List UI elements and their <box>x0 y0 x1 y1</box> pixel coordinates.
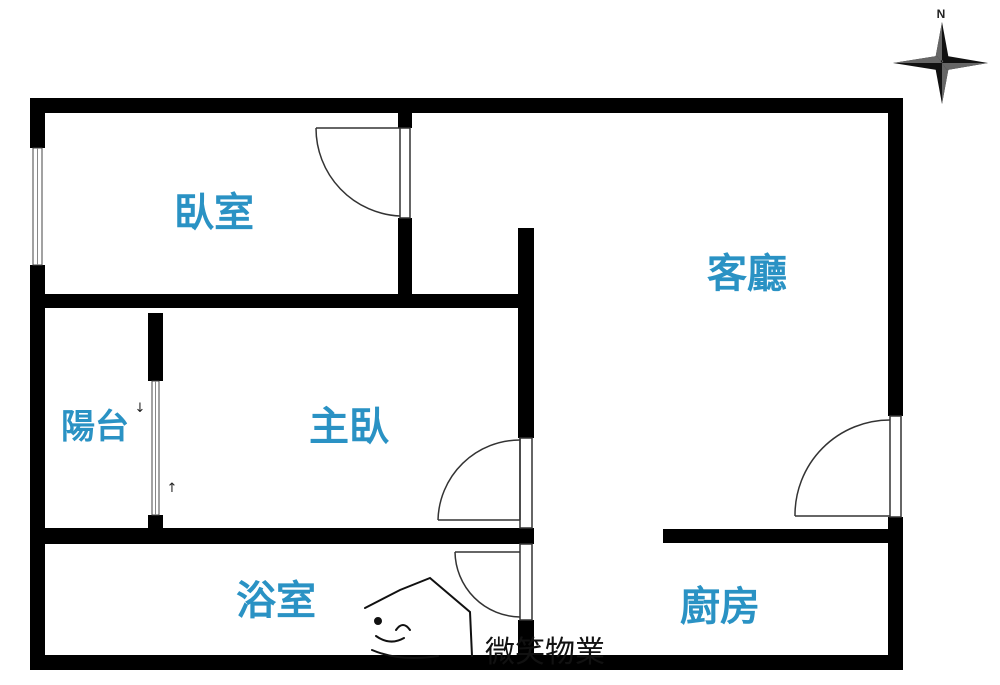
balcony-arrow-up: ↑ <box>167 481 178 496</box>
room-label-bathroom: 浴室 <box>236 578 316 624</box>
wall-bathroom-top <box>30 528 534 544</box>
wall-left-lower <box>30 265 45 670</box>
room-label-kitchen: 廚房 <box>680 584 760 630</box>
room-label-balcony: 陽台 <box>61 407 129 447</box>
wall-bedroom-right-bottom <box>398 218 412 306</box>
balcony-arrow-down: ↓ <box>135 401 146 416</box>
room-label-bedroom: 臥室 <box>174 190 254 236</box>
wall-bedroom-master <box>30 294 534 308</box>
wall-balcony-pillar-top <box>148 313 163 381</box>
windows <box>32 147 160 516</box>
wall-bottom <box>30 655 903 670</box>
door-master-bedroom <box>437 437 533 529</box>
wall-left-upper <box>30 98 45 148</box>
wall-right-upper <box>888 98 903 416</box>
wall-kitchen-top <box>663 529 903 543</box>
door-entrance <box>794 415 902 518</box>
wall-bedroom-right-top <box>398 98 412 128</box>
compass-icon: N <box>893 7 988 104</box>
watermark-text: 微笑物業 <box>485 635 605 670</box>
wall-master-living <box>518 228 534 438</box>
room-label-living-room: 客廳 <box>707 251 787 297</box>
door-bedroom <box>315 127 411 219</box>
wall-right-lower <box>888 517 903 670</box>
smiley-house-logo-icon <box>364 576 473 659</box>
walls <box>30 98 903 670</box>
doors <box>315 127 902 621</box>
door-bathroom <box>454 543 533 621</box>
wall-bathroom-right <box>518 620 534 670</box>
wall-top <box>30 98 903 113</box>
compass-north-label: N <box>937 7 946 21</box>
room-label-master-bedroom: 主臥 <box>309 404 389 450</box>
